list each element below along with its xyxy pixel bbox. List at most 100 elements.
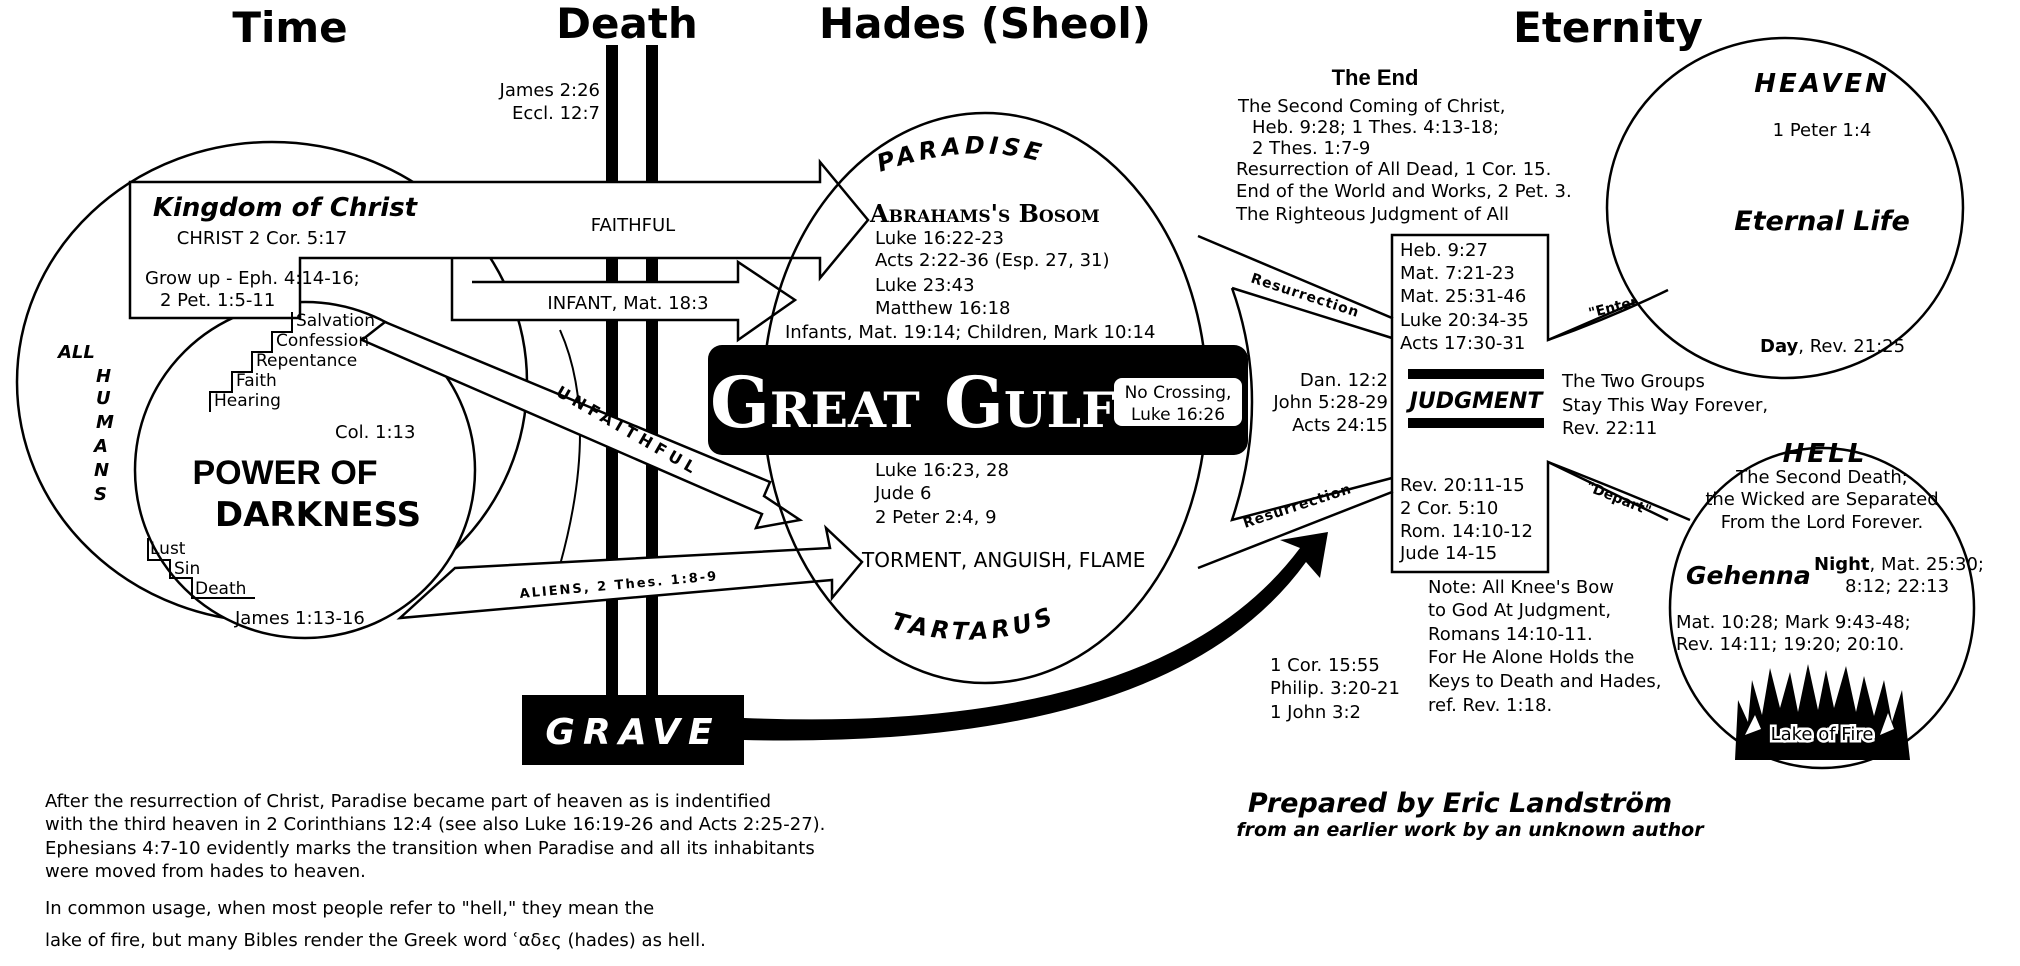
power-title-2: DARKNESS: [215, 495, 421, 535]
svg-text:M: M: [96, 412, 114, 433]
svg-text:Jude 6: Jude 6: [874, 483, 931, 504]
judgment-frame: [1390, 233, 1669, 574]
heading-eternity: Eternity: [1513, 3, 1703, 52]
judgment-bar-bottom: [1408, 418, 1544, 428]
svg-text:Hearing: Hearing: [214, 391, 281, 411]
svg-text:to God At Judgment,: to God At Judgment,: [1428, 600, 1611, 621]
svg-text:Rev. 20:11-15: Rev. 20:11-15: [1400, 475, 1525, 496]
no-crossing-box: [1114, 378, 1242, 426]
kingdom-title: Kingdom of Christ: [153, 193, 419, 223]
svg-text:were moved from hades to heave: were moved from hades to heaven.: [45, 861, 366, 882]
james-ref: James 1:13-16: [234, 608, 365, 629]
svg-text:Lust: Lust: [150, 539, 186, 559]
svg-text:Sin: Sin: [174, 559, 200, 579]
heaven-day: Day, Rev. 21:25: [1760, 336, 1905, 357]
svg-text:ALL: ALL: [56, 342, 95, 363]
lake-of-fire-flames-icon: [1735, 664, 1910, 760]
svg-text:Romans 14:10-11.: Romans 14:10-11.: [1428, 624, 1593, 645]
great-gulf-label: Great Gulf: [710, 361, 1116, 444]
second-death: The Second Death; the Wicked are Separat…: [1705, 467, 1938, 533]
svg-text:Jude 14-15: Jude 14-15: [1399, 543, 1497, 564]
svg-text:Luke 20:34-35: Luke 20:34-35: [1400, 310, 1529, 331]
grave-to-resurrection-arrow: [744, 532, 1328, 741]
note: Note: All Knee's Bow to God At Judgment,…: [1428, 577, 1661, 716]
the-end-title: The End: [1332, 65, 1419, 90]
svg-text:From the Lord Forever.: From the Lord Forever.: [1721, 512, 1924, 533]
svg-text:Acts 24:15: Acts 24:15: [1292, 415, 1388, 436]
judgment-bar-top: [1408, 369, 1544, 379]
death-ref-2: Eccl. 12:7: [512, 103, 600, 124]
infant-arrow: [450, 258, 798, 343]
svg-text:End of the World and Works, 2: End of the World and Works, 2 Pet. 3.: [1236, 181, 1572, 202]
infants-line: Infants, Mat. 19:14; Children, Mark 10:1…: [785, 322, 1155, 343]
no-crossing-2: Luke 16:26: [1131, 405, 1225, 425]
svg-text:After the resurrection of Chri: After the resurrection of Christ, Paradi…: [45, 791, 771, 812]
the-end-lines: The Second Coming of Christ, Heb. 9:28; …: [1235, 96, 1572, 225]
heaven-circle: [1605, 36, 1965, 380]
svg-text:Philip. 3:20-21: Philip. 3:20-21: [1270, 678, 1400, 699]
hell-title: HELL: [1783, 439, 1868, 469]
grow-up-2: 2 Pet. 1:5-11: [160, 290, 275, 311]
resurrection-arrow-refs: 1 Cor. 15:55 Philip. 3:20-21 1 John 3:2: [1270, 655, 1400, 723]
heaven-title: HEAVEN: [1754, 69, 1890, 99]
svg-text:Mat. 7:21-23: Mat. 7:21-23: [1400, 263, 1515, 284]
staircase-up: [209, 312, 293, 412]
steps-down: Lust Sin Death: [150, 539, 246, 599]
connector-hell: [1547, 460, 1691, 522]
paradise-label: PARADISE: [873, 131, 1047, 177]
svg-text:ref. Rev. 1:18.: ref. Rev. 1:18.: [1428, 695, 1552, 716]
svg-text:John 5:28-29: John 5:28-29: [1272, 392, 1388, 413]
grow-up-1: Grow up - Eph. 4:14-16;: [145, 268, 360, 289]
power-of-darkness-circle: [133, 300, 477, 640]
svg-text:S: S: [94, 484, 107, 505]
infant-label: INFANT, Mat. 18:3: [547, 293, 708, 314]
hell-ref-2: Rev. 14:11; 19:20; 20:10.: [1676, 634, 1904, 655]
torment-refs: Luke 16:23, 28 Jude 6 2 Peter 2:4, 9: [874, 460, 1009, 528]
svg-text:The Two Groups: The Two Groups: [1561, 371, 1705, 392]
svg-text:H: H: [96, 366, 111, 387]
steps-up: Salvation Confession Repentance Faith He…: [214, 311, 375, 411]
svg-text:Repentance: Repentance: [256, 351, 357, 371]
earlier-work: from an earlier work by an unknown autho…: [1236, 819, 1705, 841]
no-crossing-1: No Crossing,: [1125, 383, 1232, 403]
kingdom-ref: CHRIST 2 Cor. 5:17: [177, 228, 347, 249]
svg-text:2 Cor. 5:10: 2 Cor. 5:10: [1400, 498, 1498, 519]
prepared-by: Prepared by Eric Landström: [1248, 788, 1672, 819]
heading-hades: Hades (Sheol): [819, 0, 1151, 48]
power-title-1: POWER OF: [192, 454, 377, 492]
unfaithful-arrow: [359, 320, 804, 530]
svg-text:A: A: [92, 436, 108, 457]
svg-text:Heb. 9:27: Heb. 9:27: [1400, 240, 1488, 261]
heading-time: Time: [232, 3, 347, 52]
all-humans: ALL H U M A N S: [56, 342, 114, 505]
svg-text:Rev. 22:11: Rev. 22:11: [1562, 418, 1657, 439]
svg-text:Luke 23:43: Luke 23:43: [875, 275, 975, 296]
staircase-down: [147, 538, 255, 599]
svg-text:Salvation: Salvation: [296, 311, 375, 331]
svg-text:Matthew 16:18: Matthew 16:18: [875, 298, 1010, 319]
tartarus-label: TARTARUS: [889, 601, 1060, 646]
hell-circle: [1668, 446, 1976, 770]
svg-text:Dan. 12:2: Dan. 12:2: [1300, 370, 1388, 391]
lake-of-fire-label: Lake of Fire: [1771, 724, 1874, 745]
svg-text:lake of fire, but many Bibles: lake of fire, but many Bibles render the…: [45, 930, 706, 951]
svg-text:1 Cor. 15:55: 1 Cor. 15:55: [1270, 655, 1380, 676]
faithful-arrow: [128, 158, 870, 320]
grave-label: GRAVE: [545, 712, 720, 753]
svg-text:1 John 3:2: 1 John 3:2: [1270, 702, 1361, 723]
bosom-refs: Luke 16:22-23 Acts 2:22-36 (Esp. 27, 31)…: [875, 228, 1110, 319]
svg-text:Keys to Death and Hades,: Keys to Death and Hades,: [1428, 671, 1661, 692]
svg-text:The Righteous Judgment of All: The Righteous Judgment of All: [1235, 204, 1509, 225]
svg-text:Luke 16:22-23: Luke 16:22-23: [875, 228, 1004, 249]
svg-text:In common usage, when most peo: In common usage, when most people refer …: [45, 898, 654, 919]
gehenna-label: Gehenna: [1686, 561, 1811, 590]
eternal-life: Eternal Life: [1734, 206, 1910, 237]
svg-text:Ephesians 4:7-10 evidently mar: Ephesians 4:7-10 evidently marks the tra…: [45, 838, 815, 859]
death-ref-1: James 2:26: [499, 80, 600, 101]
svg-text:Acts 17:30-31: Acts 17:30-31: [1400, 333, 1525, 354]
svg-text:Stay This Way Forever,: Stay This Way Forever,: [1562, 395, 1768, 416]
svg-text:U: U: [96, 388, 111, 409]
svg-text:Heb. 9:28; 1 Thes. 4:13-18;: Heb. 9:28; 1 Thes. 4:13-18;: [1252, 117, 1499, 138]
judgment-refs-top: Heb. 9:27 Mat. 7:21-23 Mat. 25:31-46 Luk…: [1400, 240, 1529, 354]
svg-text:Confession: Confession: [276, 331, 369, 351]
